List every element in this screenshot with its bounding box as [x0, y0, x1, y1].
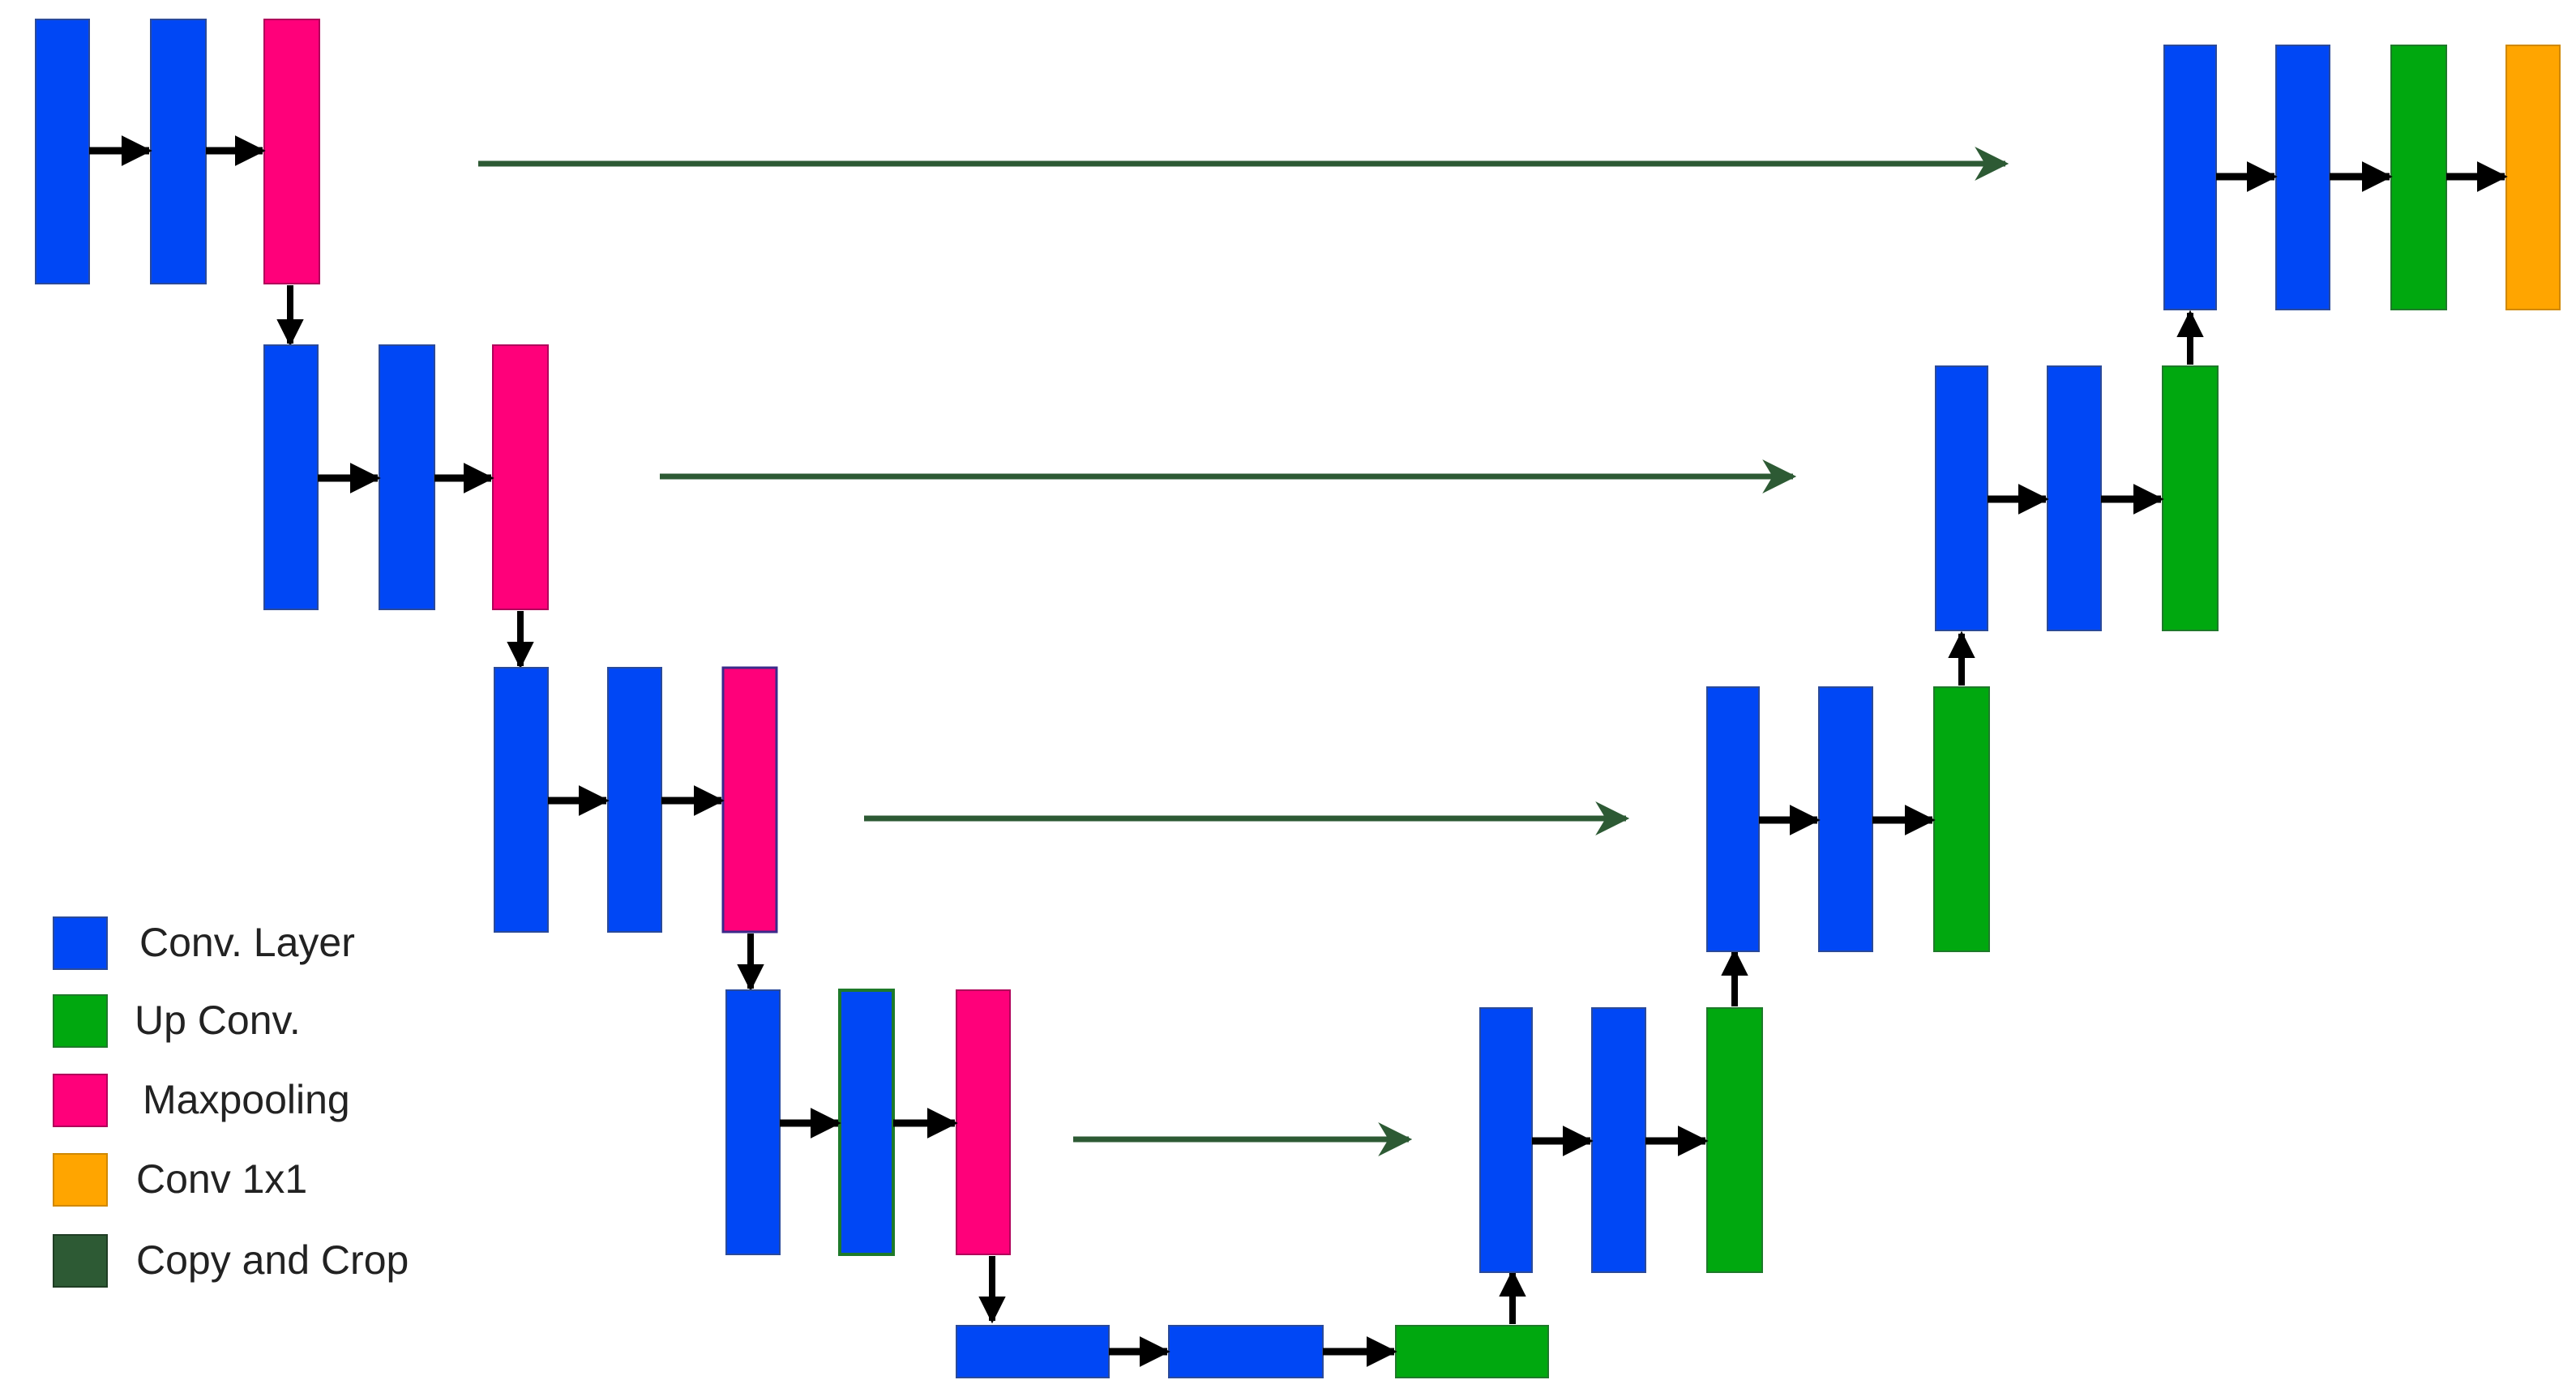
- enc3-conv-1: [494, 667, 549, 933]
- dec1-conv-1: [2163, 45, 2217, 310]
- legend-label-maxpooling: Maxpooling: [143, 1077, 350, 1122]
- legend-label-copy-and-crop: Copy and Crop: [136, 1237, 409, 1283]
- legend-label-conv-layer: Conv. Layer: [139, 920, 355, 965]
- legend-swatch-maxpooling: [53, 1074, 108, 1127]
- bottleneck-conv-2: [1168, 1325, 1324, 1378]
- enc4-conv-2: [838, 989, 895, 1256]
- legend-swatch-copy-and-crop: [53, 1234, 108, 1288]
- enc1-conv-1: [35, 19, 90, 284]
- legend-swatch-up-conv: [53, 994, 108, 1048]
- legend-item-maxpooling: Maxpooling: [53, 1074, 350, 1127]
- enc1-maxpool: [263, 19, 320, 284]
- dec4-conv-1: [1479, 1007, 1533, 1273]
- legend-item-conv-layer: Conv. Layer: [53, 916, 355, 970]
- enc4-maxpool: [956, 989, 1011, 1255]
- dec1-conv-2: [2275, 45, 2330, 310]
- dec3-upconv: [1933, 686, 1990, 952]
- legend: Conv. Layer Up Conv. Maxpooling Conv 1x1…: [53, 916, 409, 1288]
- dec4-upconv: [1706, 1007, 1763, 1273]
- enc3-conv-2: [607, 667, 662, 933]
- legend-item-up-conv: Up Conv.: [53, 994, 301, 1048]
- bottleneck-conv-1: [956, 1325, 1110, 1378]
- dec4-conv-2: [1591, 1007, 1646, 1273]
- bottleneck-upconv: [1395, 1325, 1549, 1378]
- dec2-upconv: [2162, 365, 2219, 631]
- enc3-maxpool: [721, 666, 778, 933]
- legend-swatch-conv-layer: [53, 916, 108, 970]
- enc1-conv-2: [150, 19, 207, 284]
- legend-label-up-conv: Up Conv.: [135, 998, 301, 1043]
- legend-item-conv-1x1: Conv 1x1: [53, 1153, 307, 1207]
- dec1-upconv: [2390, 45, 2447, 310]
- enc2-conv-2: [379, 344, 435, 610]
- output-conv-1x1: [2505, 45, 2561, 310]
- legend-label-conv-1x1: Conv 1x1: [136, 1156, 307, 1202]
- enc2-conv-1: [263, 344, 319, 610]
- legend-item-copy-and-crop: Copy and Crop: [53, 1234, 409, 1288]
- enc2-maxpool: [492, 344, 549, 610]
- legend-swatch-conv-1x1: [53, 1153, 108, 1207]
- dec2-conv-2: [2047, 365, 2102, 631]
- dec3-conv-1: [1706, 686, 1760, 952]
- enc4-conv-1: [725, 989, 781, 1255]
- dec3-conv-2: [1818, 686, 1873, 952]
- dec2-conv-1: [1935, 365, 1988, 631]
